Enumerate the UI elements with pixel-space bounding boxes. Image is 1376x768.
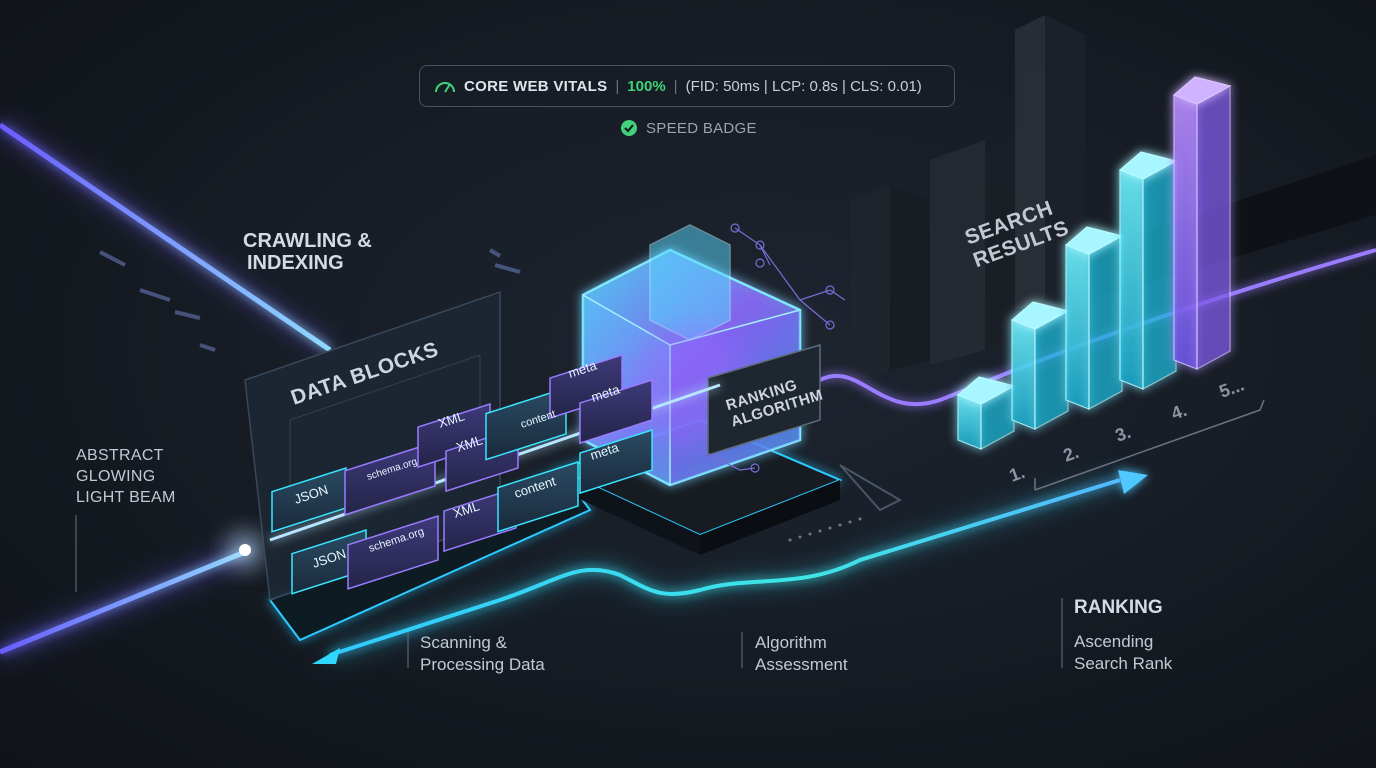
core-web-vitals-bar: CORE WEB VITALS | 100% | (FID: 50ms | LC…: [419, 65, 955, 107]
crawling-line-1: CRAWLING &: [243, 230, 372, 252]
crawling-line-2: INDEXING: [247, 252, 344, 274]
scanning-callout: Scanning & Processing Data: [420, 632, 545, 676]
rank-number: 1.: [1007, 462, 1028, 486]
check-circle-icon: [620, 119, 638, 137]
beam-callout-line: LIGHT BEAM: [76, 488, 176, 506]
rank-bar-side: [1088, 234, 1123, 411]
data-tile: [579, 428, 653, 495]
algorithm-callout: Algorithm Assessment: [755, 632, 848, 676]
ranking-callout-line: Ascending: [1074, 631, 1154, 651]
scanning-callout-line: Processing Data: [420, 655, 545, 675]
vitals-score: 100%: [627, 77, 666, 95]
scanning-callout-line: Scanning &: [420, 633, 507, 652]
algorithm-callout-line: Algorithm: [755, 633, 827, 652]
vitals-separator: |: [615, 77, 620, 95]
rank-bar-front: [1011, 319, 1036, 430]
rank-bar-side: [1034, 309, 1069, 431]
rank-bar-side: [1142, 159, 1177, 391]
rank-bar-side: [1196, 84, 1231, 371]
lower-beam: [0, 532, 263, 660]
rank-bar-top: [1172, 76, 1232, 105]
rank-number: 4.: [1169, 400, 1190, 424]
data-tile: [485, 386, 567, 461]
beam-callout-line: ABSTRACT: [76, 447, 164, 464]
rank-bar-chart: [956, 76, 1232, 451]
crawling-indexing-label: CRAWLING & INDEXING: [243, 230, 423, 274]
network-nodes: [699, 223, 846, 473]
vitals-separator: |: [673, 77, 678, 95]
ranking-callout: RANKING Ascending Search Rank: [1074, 596, 1172, 675]
rank-bar-front: [1173, 94, 1198, 370]
upper-beam: [0, 119, 334, 356]
ranking-callout-title: RANKING: [1074, 597, 1163, 618]
data-tile: [347, 514, 439, 590]
decor-dashes: [99, 248, 521, 352]
data-tiles: [271, 353, 653, 595]
gauge-icon: [434, 78, 456, 94]
algorithm-callout-line: Assessment: [755, 655, 848, 675]
rank-number: 3.: [1113, 422, 1134, 446]
rank-bar-front: [1119, 169, 1144, 390]
data-tile: [579, 378, 653, 445]
data-tile: [497, 460, 579, 533]
algorithm-sign: [707, 343, 821, 457]
rank-axis: [1034, 399, 1265, 491]
dot-grid: [788, 517, 862, 542]
beam-callout-line: GLOWING: [76, 467, 156, 485]
rank-bar-front: [1065, 244, 1090, 410]
vitals-metrics: (FID: 50ms | LCP: 0.8s | CLS: 0.01): [685, 77, 922, 95]
callout-rules: [75, 515, 1063, 668]
speed-badge: SPEED BADGE: [620, 119, 757, 137]
vitals-title: CORE WEB VITALS: [464, 77, 608, 95]
speed-badge-label: SPEED BADGE: [646, 119, 757, 137]
rank-numbers: 1. 2. 3. 4. 5...: [1007, 374, 1247, 485]
background-towers: [850, 15, 1085, 385]
rank-number: 5...: [1217, 374, 1247, 401]
rank-number: 2.: [1061, 442, 1082, 466]
beam-callout: ABSTRACT GLOWING LIGHT BEAM: [76, 446, 176, 508]
data-tile: [344, 440, 436, 516]
flow-path: [312, 470, 1148, 664]
ranking-callout-line: Search Rank: [1074, 653, 1173, 673]
